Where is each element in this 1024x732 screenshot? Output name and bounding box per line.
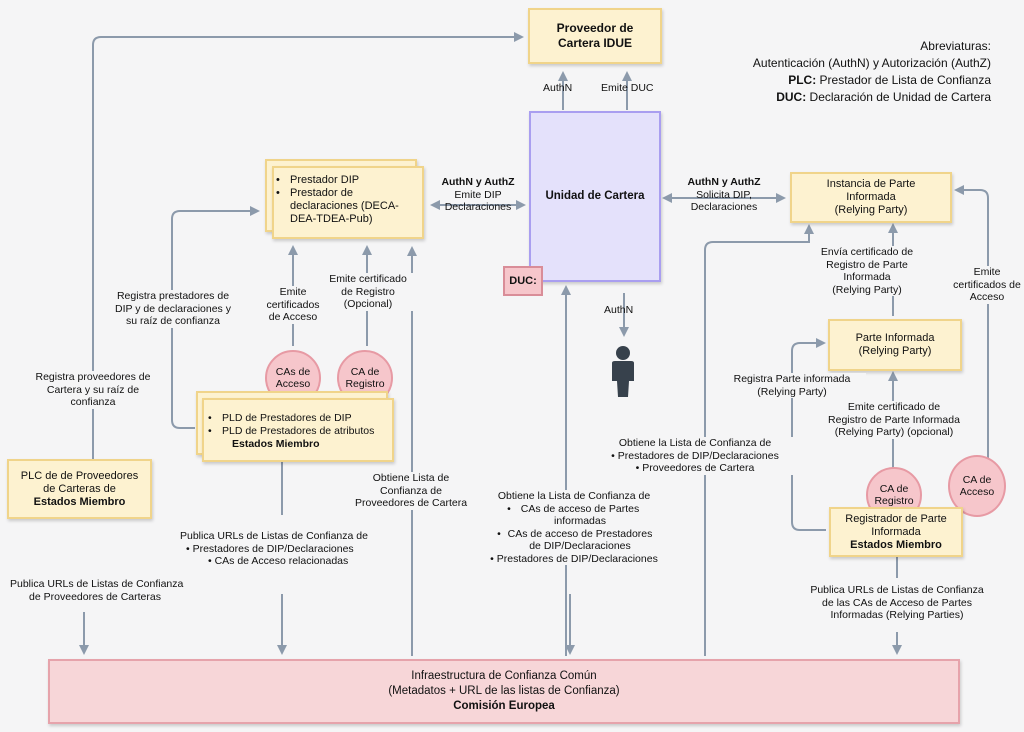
- infra-subtitle: (Metadatos + URL de las listas de Confia…: [388, 685, 620, 697]
- rp-registrar-box: Registrador de Parte Informada Estados M…: [829, 507, 963, 557]
- label-registra-parte: Registra Parte informada (Relying Party): [718, 373, 866, 398]
- infra-owner: Comisión Europea: [453, 700, 555, 712]
- duc-badge: DUC:: [503, 266, 543, 296]
- label-emite-cert-registro: Emite certificado de Registro (Opcional): [320, 273, 416, 311]
- wallet-provider-title-line1: Proveedor de: [556, 21, 634, 35]
- plc-title-line1: PLC de de Proveedores: [20, 469, 139, 482]
- label-authn-person: AuthN: [604, 304, 634, 316]
- dip-providers-box: Prestador DIP •Prestador de declaracione…: [272, 166, 424, 239]
- label-publica-plc: Publica URLs de Listas de Confianza de P…: [10, 578, 184, 603]
- label-envia-cert: Envía certificado de Registro de Parte I…: [808, 246, 926, 296]
- label-authn-authz-left: AuthN y AuthZ Emite DIP Declaraciones: [441, 176, 515, 213]
- abbreviations-plc: PLC: Prestador de Lista de Confianza: [788, 73, 991, 87]
- rp-box: Parte Informada (Relying Party): [828, 319, 962, 371]
- duc-label: DUC:: [509, 274, 537, 287]
- infra-title: Infraestructura de Confianza Común: [411, 670, 597, 682]
- plc-title-line2: de Carteras de: [43, 482, 116, 495]
- wallet-unit-box: Unidad de Cartera: [529, 111, 661, 282]
- label-registra-proveedores: Registra proveedores de Cartera y su raí…: [22, 371, 164, 409]
- dip-provider-item: Prestador DIP: [276, 174, 418, 187]
- abbreviations-duc: DUC: Declaración de Unidad de Cartera: [776, 90, 991, 104]
- pld-attributes-item: PLD de Prestadores de atributos: [208, 425, 388, 438]
- pld-box: PLD de Prestadores de DIP PLD de Prestad…: [202, 398, 394, 462]
- label-obtiene-lista-rp: Obtiene la Lista de Confianza de • Prest…: [596, 437, 794, 475]
- abbreviations-authn-authz: Autenticación (AuthN) y Autorización (Au…: [752, 56, 991, 70]
- label-publica-rp: Publica URLs de Listas de Confianza de l…: [800, 584, 994, 622]
- wallet-provider-title-line2: Cartera IDUE: [557, 36, 633, 50]
- ca-access-right-circle: CA de Acceso: [948, 455, 1006, 517]
- plc-box: PLC de de Proveedores de Carteras de Est…: [7, 459, 152, 519]
- label-registra-prestadores: Registra prestadores de DIP y de declara…: [108, 290, 238, 328]
- label-authn-authz-right: AuthN y AuthZ Solicita DIP, Declaracione…: [687, 176, 761, 213]
- abbreviations-title: Abreviaturas:: [920, 39, 991, 53]
- label-obtiene-lista-wallet: Obtiene la Lista de Confianza de •CAs de…: [474, 490, 674, 565]
- label-authn-top: AuthN: [543, 82, 573, 94]
- pld-footer: Estados Miembro: [232, 438, 320, 450]
- wallet-unit-title: Unidad de Cartera: [545, 190, 645, 202]
- declarations-provider-item: •Prestador de declaraciones (DECA-DEA-TD…: [276, 187, 399, 225]
- pld-dip-item: PLD de Prestadores de DIP: [208, 412, 388, 425]
- label-obtiene-lista-proveedores: Obtiene Lista de Confianza de Proveedore…: [355, 472, 468, 510]
- label-emite-cert-acceso-right: Emite certificados de Acceso: [952, 266, 1022, 304]
- label-emite-duc: Emite DUC: [601, 82, 654, 94]
- label-emite-cert-acceso: Emite certificados de Acceso: [254, 286, 332, 324]
- plc-title-line3: Estados Miembro: [33, 495, 126, 508]
- label-publica-pld: Publica URLs de Listas de Confianza de •…: [180, 530, 368, 568]
- rp-instance-box: Instancia de Parte Informada (Relying Pa…: [790, 172, 952, 223]
- label-emite-cert-registro-rp: Emite certificado de Registro de Parte I…: [818, 401, 970, 439]
- user-person-icon: [612, 346, 634, 397]
- abbreviations-legend: Abreviaturas: Autenticación (AuthN) y Au…: [753, 38, 991, 106]
- wallet-provider-box: Proveedor de Cartera IDUE: [528, 8, 662, 64]
- common-trust-infrastructure-box: Infraestructura de Confianza Común (Meta…: [48, 659, 960, 724]
